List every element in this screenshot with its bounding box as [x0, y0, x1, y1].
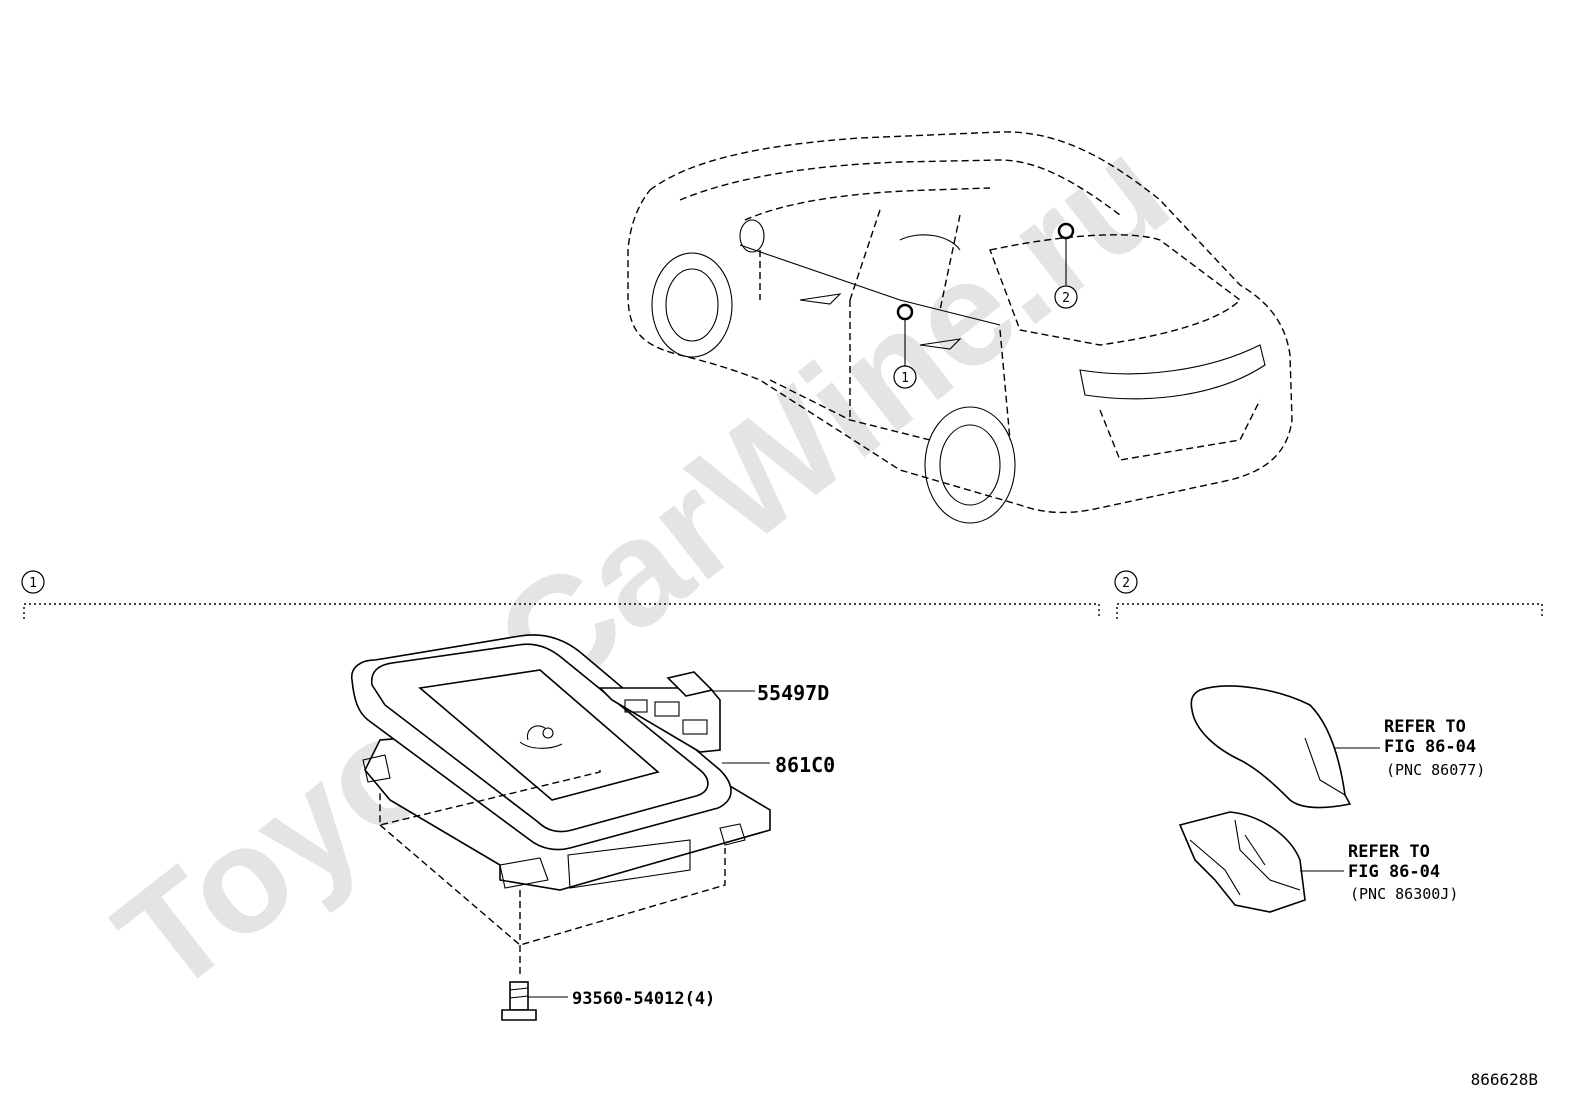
part-number-861C0: 861C0: [775, 753, 835, 777]
antenna-cover: [1190, 685, 1380, 809]
antenna-reference-2: REFER TO FIG 86-04 (PNC 86300J): [1348, 842, 1458, 903]
reference-1-line3: (PNC 86077): [1386, 761, 1485, 779]
section-2-number: 2: [1122, 576, 1130, 591]
reference-2-line2: FIG 86-04: [1348, 862, 1440, 882]
callout-1-number: 1: [901, 371, 909, 386]
screw-93560: 93560-54012(4): [501, 981, 715, 1021]
reference-1-line1: REFER TO: [1384, 717, 1466, 737]
part-number-55497D: 55497D: [757, 681, 829, 705]
part-number-93560: 93560-54012(4): [572, 989, 715, 1009]
callout-2-marker: 2: [1054, 222, 1078, 309]
wireless-charge-icon: [519, 725, 563, 749]
reference-2-line3: (PNC 86300J): [1350, 885, 1458, 903]
callout-1-marker: 1: [893, 303, 917, 389]
diagram-code: 866628B: [1471, 1070, 1538, 1089]
antenna-base: [1178, 811, 1344, 913]
section-1-number: 1: [29, 576, 37, 591]
car-illustration: [627, 131, 1293, 524]
section-1-header: 1: [21, 570, 1100, 619]
antenna-reference-1: REFER TO FIG 86-04 (PNC 86077): [1384, 717, 1485, 779]
watermark-text: ToyotaCarWine.ru: [86, 105, 1198, 1025]
callout-2-number: 2: [1062, 291, 1070, 306]
wireless-charger-assembly: [350, 634, 771, 975]
bracket-55497D: 55497D: [666, 671, 829, 705]
reference-2-line1: REFER TO: [1348, 842, 1430, 862]
reference-1-line2: FIG 86-04: [1384, 737, 1476, 757]
section-2-header: 2: [1114, 570, 1543, 619]
charger-861C0-label: 861C0: [722, 753, 835, 777]
